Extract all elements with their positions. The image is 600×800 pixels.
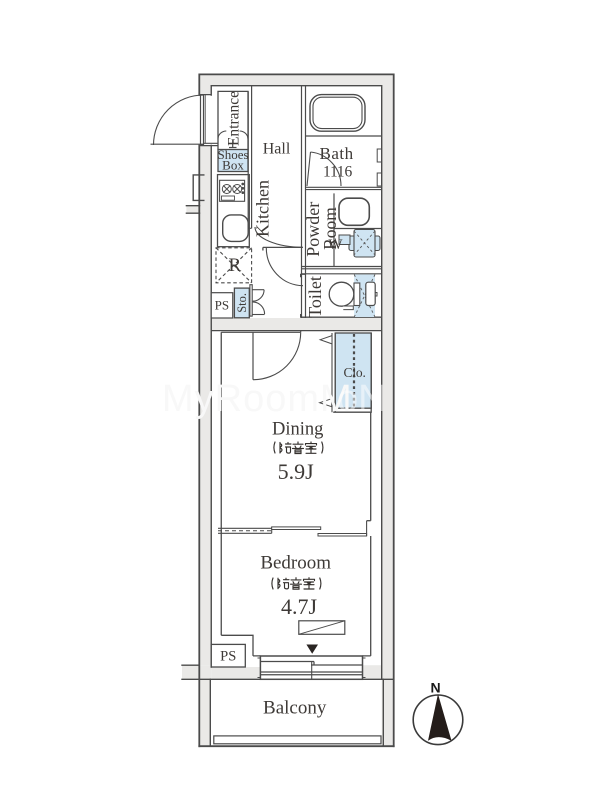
svg-text:R: R — [229, 255, 242, 276]
svg-text:N: N — [430, 679, 440, 695]
svg-text:PS: PS — [215, 298, 229, 313]
svg-text:Room: Room — [320, 207, 340, 250]
svg-text:Clo.: Clo. — [344, 365, 366, 380]
svg-text:Bedroom: Bedroom — [260, 553, 331, 574]
svg-text:Hall: Hall — [263, 141, 291, 158]
svg-text:5.9J: 5.9J — [278, 459, 315, 484]
svg-text:Balcony: Balcony — [263, 697, 327, 718]
svg-text:Sto.: Sto. — [235, 293, 249, 313]
svg-text:Box: Box — [222, 158, 244, 173]
svg-text:4.7J: 4.7J — [281, 594, 318, 619]
svg-text:Dining: Dining — [272, 420, 323, 440]
svg-text:Entrance: Entrance — [226, 91, 243, 146]
svg-text:Kitchen: Kitchen — [252, 180, 272, 237]
svg-text:W: W — [328, 237, 343, 253]
svg-text:PS: PS — [220, 649, 236, 665]
svg-text:MyRoomM: MyRoomM — [162, 378, 353, 420]
svg-text:Shoes: Shoes — [217, 147, 248, 162]
svg-text:1116: 1116 — [323, 163, 352, 180]
svg-text:oN: oN — [337, 378, 386, 420]
svg-text:Powder: Powder — [303, 202, 323, 257]
svg-text:Bath: Bath — [320, 144, 354, 163]
svg-text:Toilet: Toilet — [305, 276, 325, 318]
